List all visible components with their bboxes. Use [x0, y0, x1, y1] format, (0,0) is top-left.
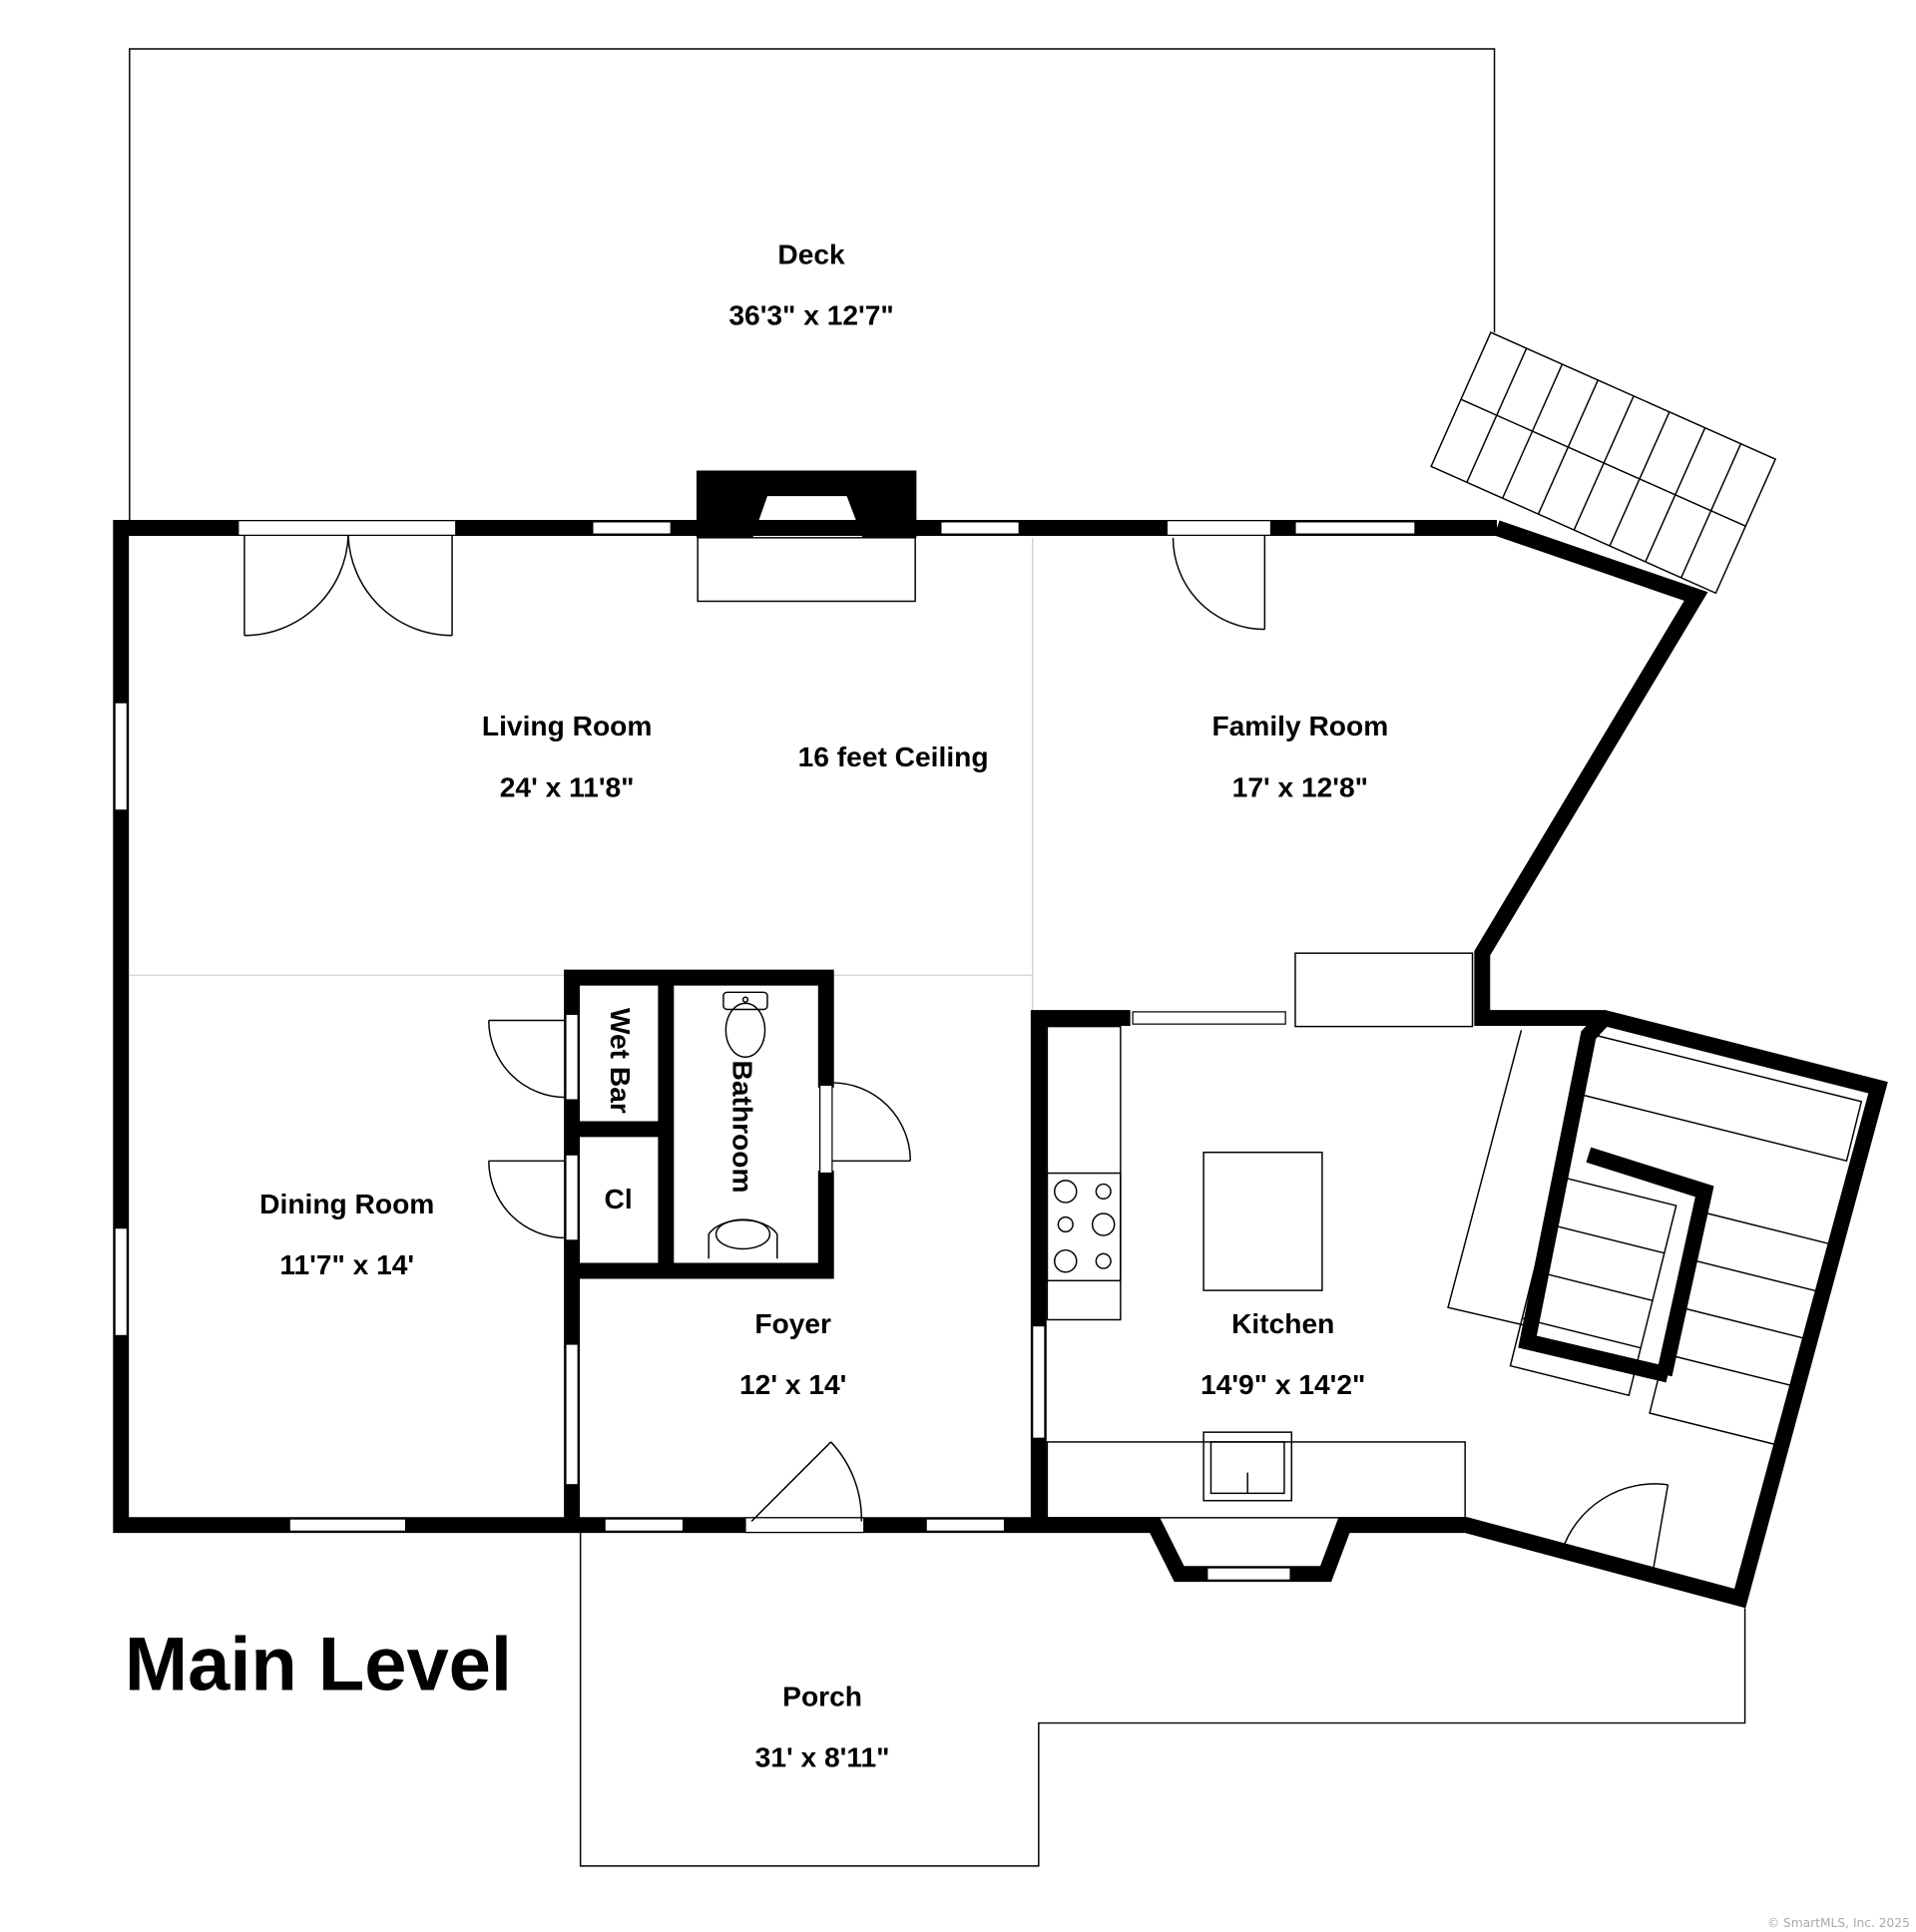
level-title: Main Level [125, 1623, 512, 1707]
room-size-foyer: 12' x 14' [739, 1369, 846, 1400]
room-name-wetbar: Wet Bar [605, 1008, 636, 1114]
kitchen-fixtures [1046, 952, 1863, 1519]
deck-stairs [1430, 331, 1777, 595]
kitchen-island [1202, 1152, 1323, 1291]
deck-outline [129, 48, 1496, 529]
room-size-family: 17' x 12'8" [1232, 771, 1368, 802]
copyright: © SmartMLS, Inc. 2025 [1767, 1916, 1910, 1930]
room-name-porch: Porch [782, 1681, 862, 1711]
porch-outline [579, 1527, 1746, 1867]
room-size-living: 24' x 11'8" [500, 771, 635, 802]
room-name-foyer: Foyer [754, 1308, 831, 1339]
ceiling-note: 16 feet Ceiling [798, 741, 989, 772]
bathroom-fixtures [708, 991, 778, 1259]
room-name-dining: Dining Room [259, 1189, 434, 1219]
room-size-deck: 36'3" x 12'7" [728, 300, 893, 331]
room-name-family: Family Room [1211, 711, 1388, 741]
room-name-bathroom: Bathroom [727, 1061, 758, 1194]
room-name-deck: Deck [777, 240, 845, 270]
room-name-kitchen: Kitchen [1231, 1308, 1334, 1339]
kitchen-sink [1202, 1431, 1293, 1502]
room-size-kitchen: 14'9" x 14'2" [1200, 1369, 1365, 1400]
room-name-living: Living Room [482, 711, 653, 741]
room-size-porch: 31' x 8'11" [755, 1742, 890, 1773]
doors [243, 535, 1670, 1577]
room-name-closet: Cl [605, 1184, 633, 1214]
room-size-dining: 11'7" x 14' [279, 1249, 414, 1280]
windows [114, 520, 1416, 1581]
